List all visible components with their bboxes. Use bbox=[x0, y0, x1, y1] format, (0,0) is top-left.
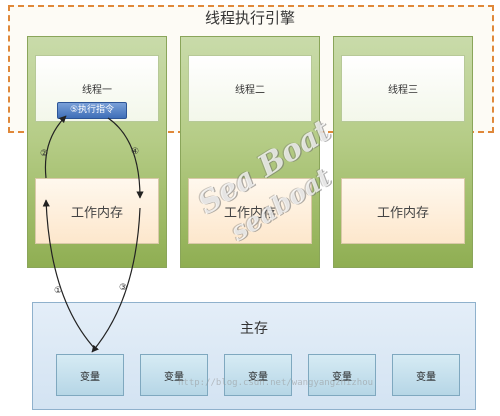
execute-instruction-badge: ⑤执行指令 bbox=[57, 102, 127, 119]
variable-box-2: 变量 bbox=[140, 354, 208, 396]
variable-box-4: 变量 bbox=[308, 354, 376, 396]
thread-box-2: 线程二 bbox=[188, 55, 312, 122]
variable-box-3: 变量 bbox=[224, 354, 292, 396]
working-memory-1: 工作内存 bbox=[35, 178, 159, 244]
thread-engine-title: 线程执行引擎 bbox=[204, 9, 295, 27]
main-memory-title: 主存 bbox=[240, 321, 268, 337]
thread-box-3: 线程三 bbox=[341, 55, 465, 122]
arrow-number-1: ① bbox=[54, 286, 62, 296]
working-memory-3: 工作内存 bbox=[341, 178, 465, 244]
working-memory-2: 工作内存 bbox=[188, 178, 312, 244]
variable-box-5: 变量 bbox=[392, 354, 460, 396]
arrow-number-3: ③ bbox=[119, 283, 127, 293]
watermark-url: http://blog.csdn.net/wangyangzhizhou bbox=[178, 378, 374, 388]
variable-box-1: 变量 bbox=[56, 354, 124, 396]
